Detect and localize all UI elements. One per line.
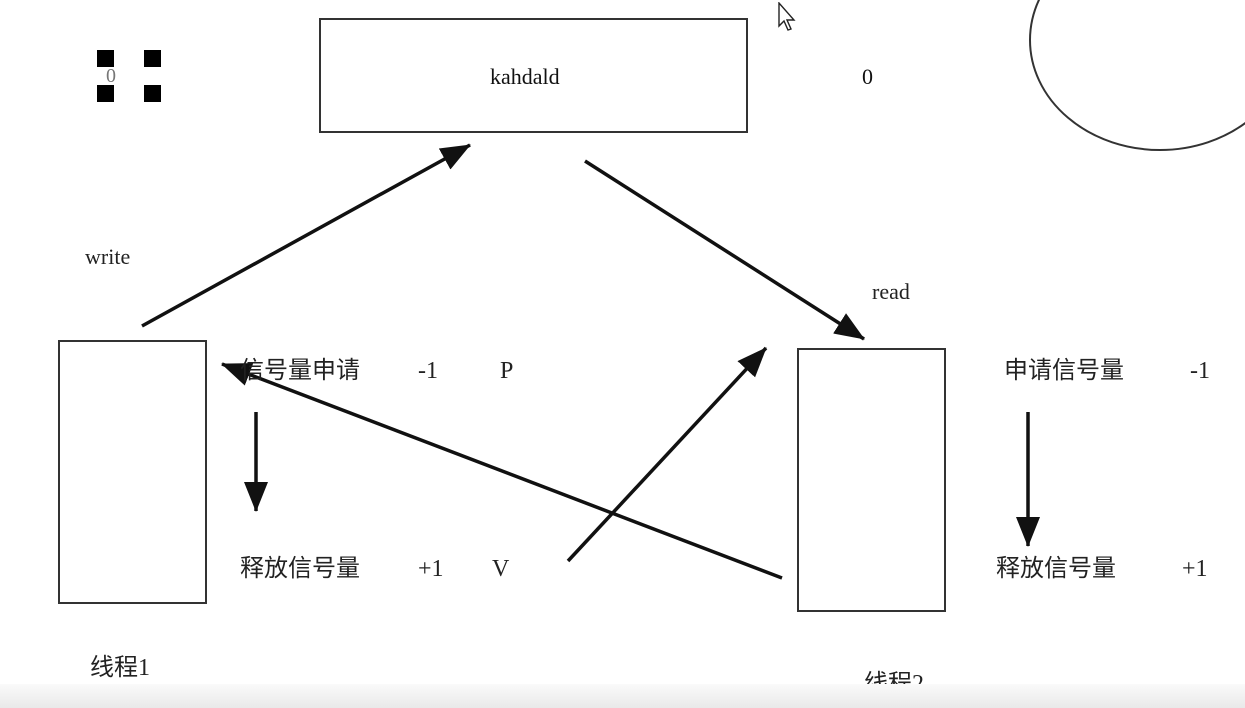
thread1-release-op: V	[492, 556, 510, 582]
thread2-acquire-text: 申请信号量	[1004, 358, 1124, 384]
thread2-acquire-value: -1	[1190, 358, 1210, 384]
return-signal-arrow	[221, 362, 783, 580]
thread1-acquire-op: P	[500, 358, 514, 384]
mouse-cursor-icon	[778, 2, 796, 31]
thread2-release-value: +1	[1182, 556, 1208, 582]
selection-handle-bl[interactable]	[97, 85, 114, 102]
thread1-acquire-value: -1	[418, 358, 438, 384]
thread1-name: 线程1	[90, 655, 150, 681]
shared-box-label: kahdald	[490, 64, 560, 89]
shared-resource-box[interactable]	[319, 18, 748, 133]
thread1-release-text: 释放信号量	[240, 556, 360, 582]
selection-handle-br[interactable]	[144, 85, 161, 102]
thread2-box[interactable]	[797, 348, 946, 612]
shared-box-value-right: 0	[862, 64, 873, 89]
thread1-acquire-text: 信号量申请	[240, 358, 360, 384]
write-label: write	[85, 244, 131, 269]
v-signal-arrow	[566, 346, 768, 563]
thread1-box[interactable]	[58, 340, 207, 604]
read-label: read	[872, 279, 910, 304]
thread1-release-value: +1	[418, 556, 444, 582]
left-zero-value: 0	[106, 65, 116, 87]
bottom-bar	[0, 684, 1245, 708]
read-arrow	[584, 159, 865, 341]
ellipse-shape[interactable]	[1029, 0, 1245, 151]
write-arrow	[141, 143, 471, 328]
thread2-release-text: 释放信号量	[996, 556, 1116, 582]
selection-handle-tr[interactable]	[144, 50, 161, 67]
selection-handle-tl[interactable]	[97, 50, 114, 67]
